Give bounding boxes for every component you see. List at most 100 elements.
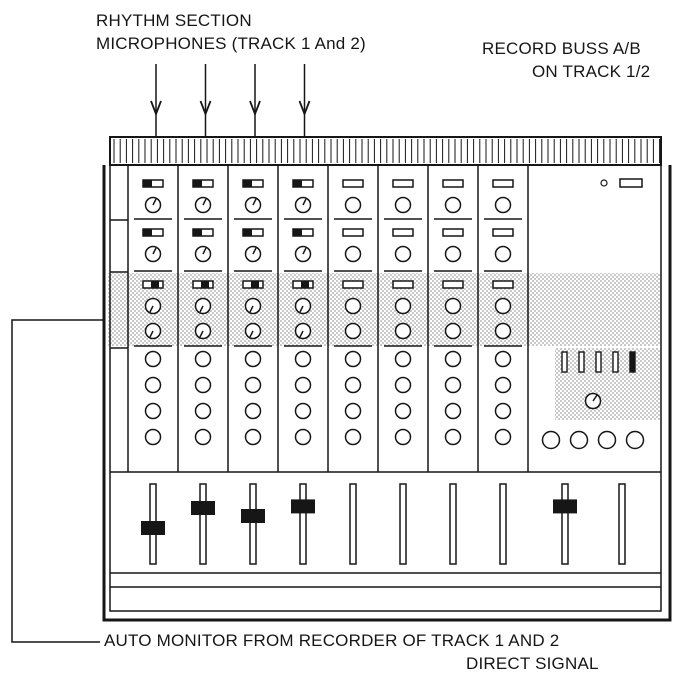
channel-strip (377, 165, 422, 565)
knob-pointer (252, 198, 257, 206)
knob-pointer (202, 247, 207, 255)
fader-slot (499, 483, 507, 565)
channel-knob (144, 376, 162, 394)
master-knob (541, 430, 561, 450)
knob-pointer (299, 305, 304, 313)
channel-knob (344, 428, 362, 446)
channel-indicator (392, 179, 414, 188)
rhythm-section-label: RHYTHM SECTION (96, 11, 252, 30)
channel-indicator (342, 179, 364, 188)
record-track-label: ON TRACK 1/2 (532, 62, 651, 81)
fader-slot (249, 483, 257, 565)
channel-knob (294, 428, 312, 446)
channel-knob (444, 322, 462, 340)
channel-knob (344, 245, 362, 263)
channel-indicator (442, 228, 464, 237)
knob-pointer (199, 305, 204, 313)
knob-pointer (249, 305, 254, 313)
channel-indicator (492, 280, 514, 289)
knob-pointer (202, 198, 207, 206)
fader-cap (291, 499, 315, 514)
channel-knob (144, 428, 162, 446)
master-meter (629, 351, 636, 373)
knob-pointer (149, 330, 154, 338)
master-meter (612, 351, 619, 373)
channel-strips (127, 165, 529, 565)
channel-knob (394, 350, 412, 368)
channel-knob (194, 402, 212, 420)
channel-knob (444, 402, 462, 420)
record-buss-label: RECORD BUSS A/B (482, 39, 641, 58)
indicator-fill (143, 229, 152, 236)
channel-indicator (342, 228, 364, 237)
channel-indicator (392, 228, 414, 237)
indicator-fill (243, 180, 252, 187)
channel-knob (144, 402, 162, 420)
channel-knob (444, 376, 462, 394)
channel-indicator (492, 179, 514, 188)
fader-cap (191, 501, 215, 515)
channel-knob (494, 297, 512, 315)
knob-pointer (302, 198, 307, 206)
channel-knob (494, 196, 512, 214)
channel-strip (477, 165, 522, 565)
channel-knob (244, 402, 262, 420)
master-section (541, 178, 645, 565)
highlight-band-channels (108, 273, 660, 346)
channel-knob (294, 376, 312, 394)
channel-knob (394, 402, 412, 420)
channel-knob (194, 428, 212, 446)
channel-indicator (442, 179, 464, 188)
indicator-fill (293, 180, 302, 187)
channel-knob (394, 196, 412, 214)
master-knob (597, 430, 617, 450)
channel-strip (277, 165, 322, 565)
channel-knob (244, 376, 262, 394)
mixer-body (102, 165, 672, 622)
master-led (600, 179, 608, 187)
channel-knob (394, 297, 412, 315)
channel-knob (494, 428, 512, 446)
master-knob (625, 430, 645, 450)
master-indicator (619, 178, 643, 188)
knob-pointer (152, 198, 157, 206)
channel-knob (444, 196, 462, 214)
channel-knob (394, 245, 412, 263)
channel-knob (294, 402, 312, 420)
channel-knob (244, 350, 262, 368)
indicator-fill (143, 180, 152, 187)
channel-knob (344, 376, 362, 394)
channel-indicator (342, 280, 364, 289)
knob-pointer (152, 247, 157, 255)
fader-cap (553, 499, 577, 514)
meter-strip (109, 136, 662, 166)
indicator-fill (293, 229, 302, 236)
channel-knob (394, 376, 412, 394)
channel-knob (494, 245, 512, 263)
fader-slot (299, 483, 307, 565)
master-knob (569, 430, 589, 450)
channel-knob (444, 428, 462, 446)
channel-knob (444, 350, 462, 368)
mixer-panel (109, 164, 662, 612)
channel-indicator (492, 228, 514, 237)
knob-pointer (299, 330, 304, 338)
fader-slot (199, 483, 207, 565)
channel-knob (494, 350, 512, 368)
indicator-fill (193, 180, 202, 187)
channel-knob (494, 376, 512, 394)
knob-pointer (252, 247, 257, 255)
fader-slot (399, 483, 407, 565)
knob-pointer (149, 305, 154, 313)
knob-pointer (249, 330, 254, 338)
highlight-band-master (555, 348, 660, 420)
mic-arrows (150, 64, 311, 137)
channel-indicator (392, 280, 414, 289)
fader-slot (618, 483, 626, 565)
channel-knob (344, 402, 362, 420)
fader-cap (141, 521, 165, 535)
channel-knob (394, 322, 412, 340)
microphones-label: MICROPHONES (TRACK 1 And 2) (96, 34, 366, 53)
channel-indicator (442, 280, 464, 289)
